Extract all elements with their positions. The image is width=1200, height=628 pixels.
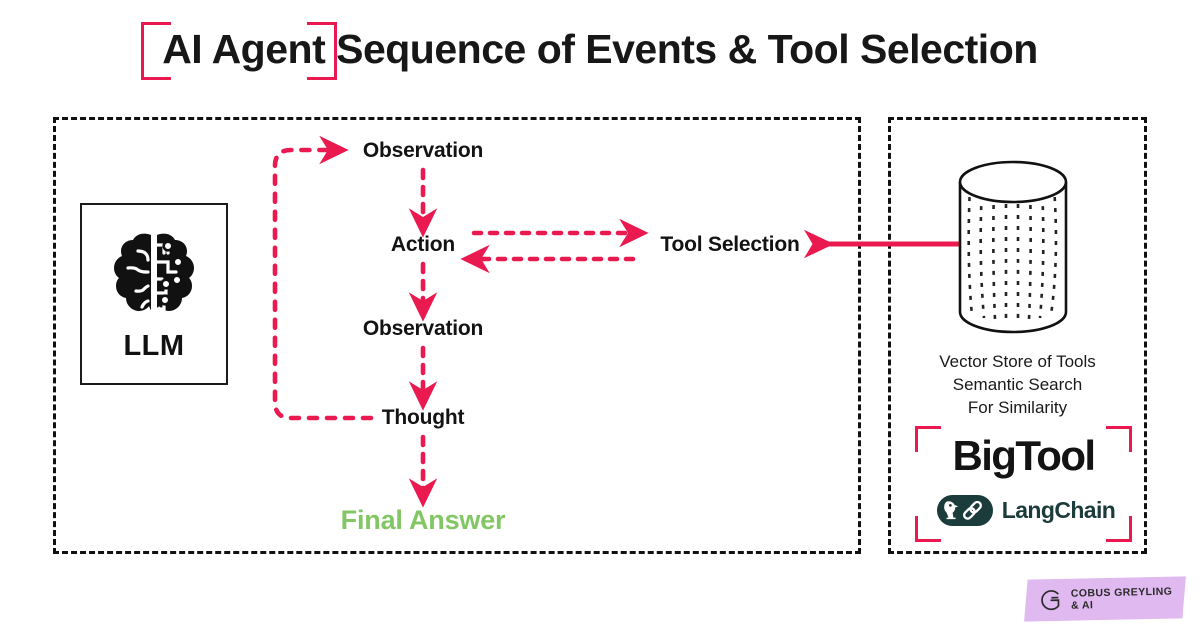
- vector-caption-line-3: For Similarity: [967, 398, 1068, 417]
- bigtool-wordmark: BigTool: [952, 432, 1097, 479]
- watermark-text: COBUS GREYLING & AI: [1071, 586, 1173, 612]
- flow-node-observation-1: Observation: [362, 139, 484, 162]
- agent-panel: [53, 117, 861, 554]
- page-title-text: AI Agent Sequence of Events & Tool Selec…: [162, 26, 1038, 72]
- page-title: AI Agent Sequence of Events & Tool Selec…: [0, 26, 1200, 73]
- flow-node-action: Action: [390, 233, 456, 256]
- langchain-wordmark: LangChain: [1001, 496, 1116, 523]
- flow-node-tool-selection: Tool Selection: [660, 233, 800, 256]
- bigtool-logo: BigTool LangChain: [915, 426, 1132, 542]
- llm-label: LLM: [123, 330, 185, 362]
- vector-caption-line-2: Semantic Search: [952, 375, 1083, 394]
- flow-node-final-answer: Final Answer: [340, 505, 506, 535]
- watermark-line-1: COBUS GREYLING: [1070, 585, 1173, 600]
- langchain-logo: LangChain: [931, 492, 1121, 528]
- llm-box: LLM: [80, 203, 228, 385]
- g-monogram-icon: [1041, 590, 1060, 611]
- vector-store-caption: Vector Store of Tools Semantic Search Fo…: [888, 350, 1147, 419]
- vector-store-panel: [888, 117, 1147, 554]
- flow-node-thought: Thought: [381, 406, 465, 429]
- database-cylinder-icon: [948, 160, 1078, 345]
- watermark-line-2: & AI: [1070, 599, 1094, 612]
- brain-circuit-icon: [98, 221, 210, 338]
- vector-caption-line-1: Vector Store of Tools: [939, 352, 1096, 371]
- parrot-chainlink-icon: [936, 494, 993, 526]
- flow-node-observation-2: Observation: [362, 317, 484, 340]
- watermark-banner: COBUS GREYLING & AI: [1024, 576, 1186, 622]
